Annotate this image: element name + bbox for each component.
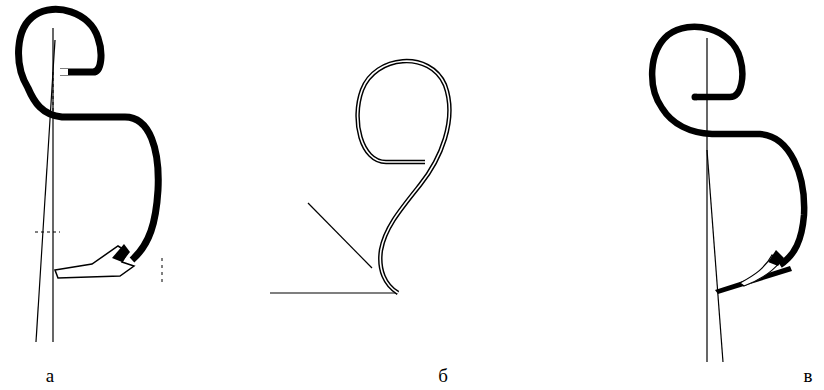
- figure-letter: б: [438, 366, 448, 385]
- tine-v: [652, 27, 804, 362]
- figure-letter: в: [804, 366, 813, 385]
- figure-letter: а: [46, 366, 54, 385]
- tine-b: [270, 61, 449, 293]
- tine-a: [19, 9, 162, 342]
